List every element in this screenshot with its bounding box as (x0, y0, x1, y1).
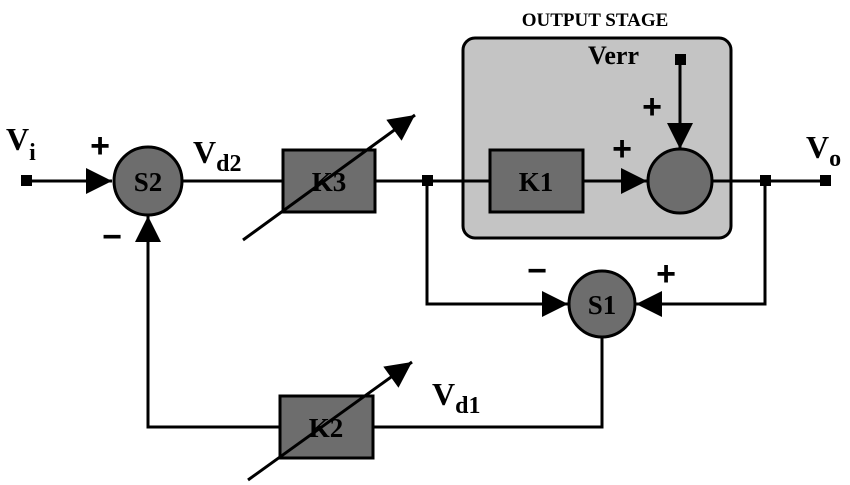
terminals (21, 54, 831, 186)
junction-k3-output (422, 175, 433, 186)
vo-terminal (820, 175, 831, 186)
vd1-label: Vd1 (432, 376, 480, 419)
summer-output (646, 147, 714, 215)
vd2-label: Vd2 (193, 134, 241, 177)
block-k3: K3 (242, 113, 416, 242)
k2-variable-arrow (247, 360, 413, 482)
wire-output-to-s1-plus (636, 181, 767, 317)
vo-label: Vo (806, 129, 841, 172)
wire-s1-to-k2 (373, 336, 604, 429)
k3-variable-arrow (242, 113, 416, 242)
block-k2: K2 (247, 360, 413, 482)
s2-input-plus-sign: + (90, 127, 110, 165)
summer-s2-label: S2 (134, 167, 163, 197)
block-k1: K1 (488, 148, 585, 214)
block-k2-label: K2 (309, 413, 344, 443)
summer-s1: S1 (567, 269, 637, 339)
s1-right-plus-sign: + (656, 255, 676, 293)
output-summer-left-plus-sign: + (612, 130, 632, 168)
output-stage-title: OUTPUT STAGE (522, 10, 669, 31)
block-k1-label: K1 (519, 167, 554, 197)
summer-s2: S2 (112, 145, 184, 217)
vi-terminal (21, 175, 32, 186)
vi-label: Vi (6, 121, 36, 166)
junction-vo (760, 175, 771, 186)
verr-label: Verr (588, 41, 639, 70)
output-summer-top-plus-sign: + (642, 88, 662, 126)
block-k3-label: K3 (312, 167, 347, 197)
wire-branch-to-s1-minus (425, 181, 568, 317)
s2-feedback-minus-sign: − (102, 218, 122, 256)
wire-k2-to-s2 (135, 216, 280, 429)
summer-s1-label: S1 (588, 290, 617, 320)
verr-terminal (675, 54, 686, 65)
s1-left-minus-sign: − (527, 252, 547, 290)
